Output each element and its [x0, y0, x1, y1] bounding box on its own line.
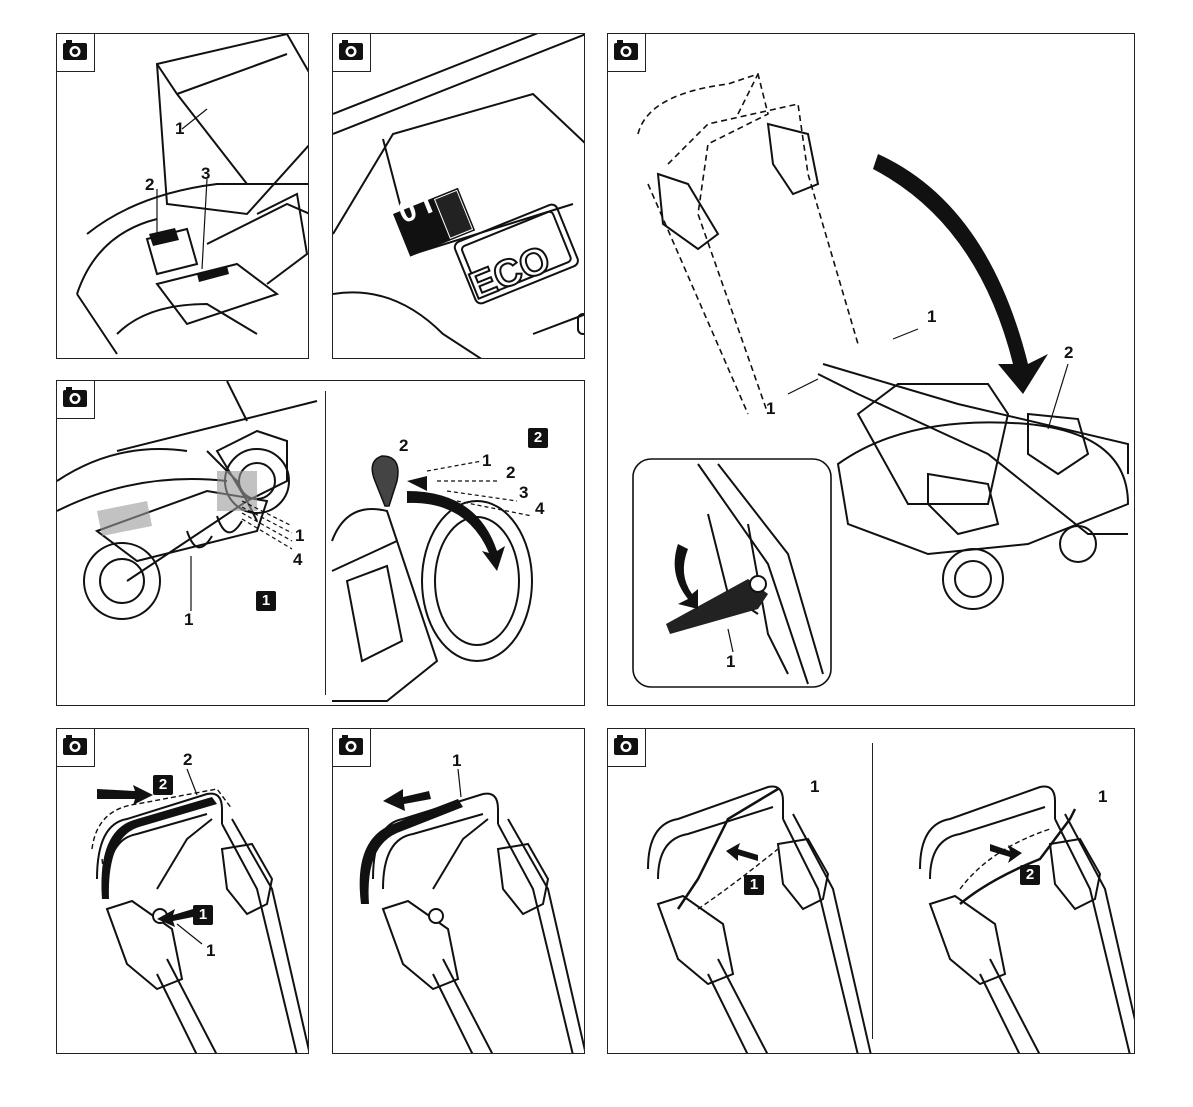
callout-label: 1	[452, 752, 461, 769]
panel-handle-fold: 1 1 1 2	[607, 33, 1135, 706]
panel-divider	[325, 391, 326, 695]
callout-label: 1	[766, 400, 775, 417]
panel-divider	[872, 743, 873, 1039]
camera-icon	[57, 729, 95, 767]
camera-icon	[57, 34, 95, 72]
panel-height-adjust: 1 4 1 1 2 1 2 3 4 2	[56, 380, 585, 706]
callout-label: 1	[175, 120, 184, 137]
height-adjust-illustration	[57, 381, 585, 706]
handle-pull-illustration	[333, 729, 585, 1054]
camera-icon-graphic	[333, 34, 369, 70]
camera-icon-graphic	[57, 729, 93, 765]
camera-icon-graphic	[608, 34, 644, 70]
switch-eco-illustration	[333, 34, 585, 359]
callout-label: 4	[535, 500, 544, 517]
mower-handle-illustration	[608, 34, 1135, 706]
panel-cable-routing: 1 1 1 2	[607, 728, 1135, 1054]
callout-label: 1	[206, 942, 215, 959]
handle-lock-illustration	[57, 729, 309, 1054]
step-badge: 1	[193, 905, 213, 925]
callout-label: 1	[1098, 788, 1107, 805]
callout-label: 3	[519, 484, 528, 501]
callout-label: 1	[295, 527, 304, 544]
callout-label: 2	[145, 176, 154, 193]
open-cover-illustration	[57, 34, 309, 359]
camera-icon-graphic	[333, 729, 369, 765]
callout-label: 2	[1064, 344, 1073, 361]
step-badge: 2	[1020, 865, 1040, 885]
callout-label: 3	[201, 165, 210, 182]
camera-icon-graphic	[608, 729, 644, 765]
callout-label: 2	[183, 751, 192, 768]
step-badge: 1	[744, 875, 764, 895]
camera-icon	[333, 34, 371, 72]
callout-label: 1	[927, 308, 936, 325]
camera-icon	[608, 729, 646, 767]
camera-icon	[57, 381, 95, 419]
callout-label: 4	[293, 551, 302, 568]
step-badge: 2	[153, 775, 173, 795]
step-badge: 2	[528, 428, 548, 448]
panel-handle-pull: 1	[332, 728, 585, 1054]
panel-open-cover: 1 2 3	[56, 33, 309, 359]
callout-label: 2	[399, 437, 408, 454]
camera-icon-graphic	[57, 34, 93, 70]
panel-handle-lock: 2 1 2 1	[56, 728, 309, 1054]
camera-icon	[333, 729, 371, 767]
callout-label: 1	[726, 653, 735, 670]
camera-icon-graphic	[57, 381, 93, 417]
callout-label: 1	[482, 452, 491, 469]
camera-icon	[608, 34, 646, 72]
step-badge: 1	[256, 591, 276, 611]
callout-label: 2	[506, 464, 515, 481]
panel-switch-eco: 0 I ECO	[332, 33, 585, 359]
callout-label: 1	[184, 611, 193, 628]
callout-label: 1	[810, 778, 819, 795]
